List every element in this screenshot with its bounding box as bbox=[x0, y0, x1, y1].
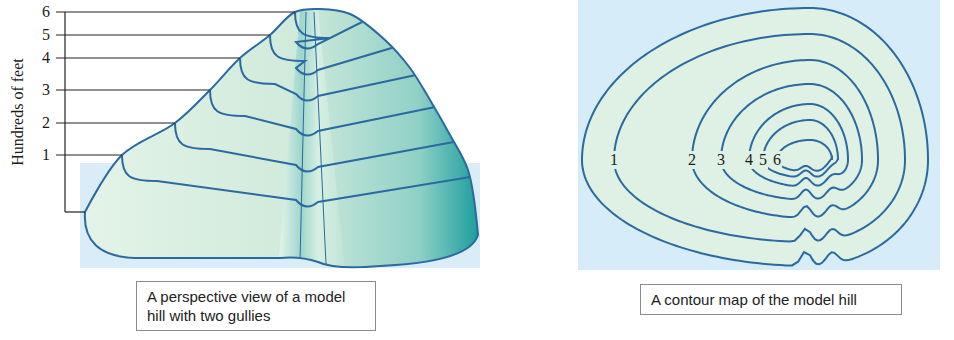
height-tick bbox=[56, 122, 175, 123]
contour-value: 5 bbox=[758, 151, 768, 169]
gully bbox=[278, 10, 345, 270]
caption-text: A contour map of the model hill bbox=[651, 290, 891, 309]
contour-value: 1 bbox=[609, 151, 619, 169]
height-value: 1 bbox=[42, 146, 50, 164]
height-value: 2 bbox=[42, 114, 50, 132]
contour-line bbox=[777, 140, 832, 171]
gully-line bbox=[314, 12, 326, 264]
height-tick bbox=[56, 89, 210, 90]
contour-line bbox=[749, 104, 848, 186]
caption-box: A perspective view of a model hill with … bbox=[136, 281, 376, 331]
contour-value: 2 bbox=[687, 151, 697, 169]
gully-line bbox=[300, 12, 306, 262]
height-tick bbox=[56, 57, 240, 58]
height-value: 3 bbox=[42, 81, 50, 99]
height-tick bbox=[56, 154, 122, 155]
contour-line bbox=[692, 60, 878, 217]
contour-value: 4 bbox=[744, 151, 754, 169]
map-land bbox=[582, 8, 928, 265]
height-tick bbox=[56, 11, 295, 12]
height-tick bbox=[65, 211, 85, 212]
contour-line bbox=[210, 90, 450, 136]
contour-line bbox=[721, 84, 862, 199]
contour-line bbox=[763, 120, 838, 177]
contour-line bbox=[122, 155, 488, 207]
axis-line bbox=[64, 12, 65, 212]
caption-box: A contour map of the model hill bbox=[640, 284, 902, 315]
contour-line bbox=[614, 34, 905, 241]
map-ground bbox=[578, 0, 940, 270]
hill-outline bbox=[85, 9, 478, 267]
height-value: 6 bbox=[42, 3, 50, 21]
height-tick bbox=[56, 34, 270, 35]
contour-line bbox=[295, 12, 370, 49]
height-value: 4 bbox=[42, 49, 50, 67]
height-value: 5 bbox=[42, 26, 50, 44]
caption-text: A perspective view of a model hill with … bbox=[147, 287, 365, 325]
contour-line bbox=[582, 8, 928, 265]
contour-value: 3 bbox=[716, 151, 726, 169]
hill-surface bbox=[85, 9, 478, 267]
contour-value: 6 bbox=[772, 151, 782, 169]
axis-title: Hundreds of feet bbox=[9, 58, 27, 166]
